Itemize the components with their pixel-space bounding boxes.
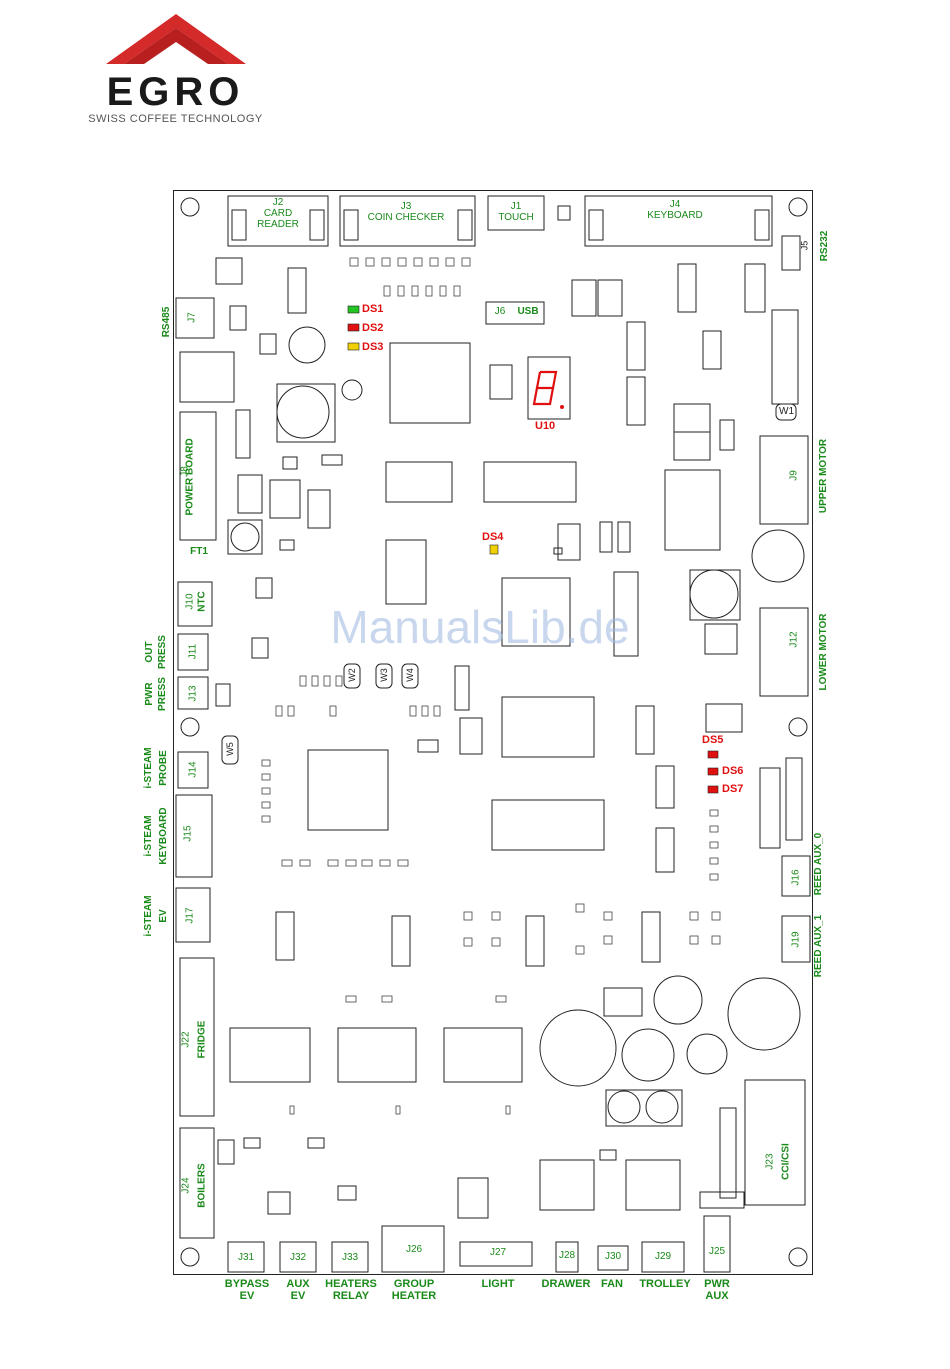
j15-keyboard-label: KEYBOARD bbox=[158, 807, 169, 865]
j33-name-line2: RELAY bbox=[332, 1290, 370, 1302]
j17-ev-label: EV bbox=[158, 909, 169, 923]
j27-id: J27 bbox=[489, 1247, 507, 1258]
j3-name: COIN CHECKER bbox=[367, 212, 445, 223]
j5-id: J5 bbox=[799, 240, 810, 251]
j29-id: J29 bbox=[654, 1251, 672, 1262]
j16-id: J16 bbox=[790, 869, 802, 886]
j11-out-label: OUT bbox=[144, 641, 155, 663]
j13-pwr-label: PWR bbox=[144, 682, 155, 706]
brand-name: EGRO bbox=[106, 70, 245, 114]
j31-id: J31 bbox=[237, 1252, 255, 1263]
j33-id: J33 bbox=[341, 1252, 359, 1263]
j15-isteam-label: i-STEAM bbox=[143, 815, 154, 857]
jumper-w2-label: W2 bbox=[347, 668, 357, 682]
j26-id: J26 bbox=[405, 1244, 423, 1255]
j24-id: J24 bbox=[180, 1177, 192, 1194]
j9-upper-motor-label: UPPER MOTOR bbox=[818, 438, 829, 514]
j7-id: J7 bbox=[186, 312, 198, 323]
j29-bottom-label: TROLLEY bbox=[639, 1278, 691, 1290]
jumper-w1-label: W1 bbox=[779, 406, 794, 417]
j10-ntc-label: NTC bbox=[196, 591, 208, 612]
j31-bottom-label: BYPASS EV bbox=[218, 1278, 276, 1302]
j17-isteam-label: i-STEAM bbox=[143, 895, 154, 937]
j14-probe-label: PROBE bbox=[158, 750, 169, 786]
led-ds5-label: DS5 bbox=[702, 734, 724, 746]
j2-name-line1: CARD bbox=[263, 208, 293, 219]
j11-id: J11 bbox=[187, 643, 199, 660]
j27-bottom-label: LIGHT bbox=[481, 1278, 515, 1290]
j13-id: J13 bbox=[187, 685, 199, 702]
j33-bottom-label: HEATERS RELAY bbox=[320, 1278, 382, 1302]
j28-bottom-label: DRAWER bbox=[541, 1278, 591, 1290]
j25-name-line2: AUX bbox=[705, 1290, 729, 1302]
j5-rs232-label: RS232 bbox=[819, 230, 830, 262]
j30-id: J30 bbox=[604, 1251, 622, 1262]
led-ds6-label: DS6 bbox=[722, 765, 744, 777]
j4-label: J4 KEYBOARD bbox=[630, 199, 720, 221]
j13-press-label: PRESS bbox=[157, 677, 168, 711]
j28-id: J28 bbox=[558, 1250, 576, 1261]
j14-id: J14 bbox=[187, 761, 199, 778]
ft1-label: FT1 bbox=[190, 546, 208, 557]
j3-label: J3 COIN CHECKER bbox=[350, 201, 462, 223]
j4-name: KEYBOARD bbox=[647, 210, 703, 221]
brand-logo: EGRO SWISS COFFEE TECHNOLOGY bbox=[68, 12, 283, 130]
j6-id: J6 bbox=[494, 306, 506, 317]
j11-press-label: PRESS bbox=[157, 635, 168, 669]
j17-id: J17 bbox=[184, 907, 196, 924]
j15-id: J15 bbox=[182, 825, 194, 842]
led-ds3-label: DS3 bbox=[362, 341, 384, 353]
j25-id: J25 bbox=[708, 1246, 726, 1257]
j33-name-line1: HEATERS bbox=[325, 1278, 377, 1290]
led-ds2-label: DS2 bbox=[362, 322, 384, 334]
j9-id: J9 bbox=[788, 470, 800, 481]
led-ds1-label: DS1 bbox=[362, 303, 384, 315]
j32-name-line2: EV bbox=[290, 1290, 306, 1302]
j2-id: J2 bbox=[272, 197, 284, 208]
j26-name-line2: HEATER bbox=[391, 1290, 437, 1302]
j32-id: J32 bbox=[289, 1252, 307, 1263]
j1-name: TOUCH bbox=[498, 212, 534, 223]
j12-id: J12 bbox=[788, 631, 800, 648]
j10-id: J10 bbox=[184, 593, 196, 610]
j23-cci-csi-label: CCI/CSI bbox=[780, 1143, 792, 1180]
j32-name-line1: AUX bbox=[286, 1278, 310, 1290]
j22-fridge-label: FRIDGE bbox=[196, 1020, 208, 1059]
led-ds7-label: DS7 bbox=[722, 783, 744, 795]
j12-lower-motor-label: LOWER MOTOR bbox=[818, 613, 829, 691]
j2-label: J2 CARD READER bbox=[250, 197, 306, 230]
j19-id: J19 bbox=[790, 931, 802, 948]
j24-boilers-label: BOILERS bbox=[196, 1163, 208, 1208]
j3-id: J3 bbox=[400, 201, 412, 212]
j8-id: J8 bbox=[179, 466, 191, 477]
j22-id: J22 bbox=[180, 1031, 192, 1048]
j31-name-line2: EV bbox=[239, 1290, 255, 1302]
j7-rs485-label: RS485 bbox=[161, 306, 172, 338]
u10-display-label: U10 bbox=[535, 420, 556, 432]
j14-isteam-label: i-STEAM bbox=[143, 747, 154, 789]
j32-bottom-label: AUX EV bbox=[276, 1278, 320, 1302]
j25-bottom-label: PWR AUX bbox=[700, 1278, 734, 1302]
j6-usb-label: USB bbox=[517, 306, 539, 317]
j26-name-line1: GROUP bbox=[393, 1278, 435, 1290]
j26-bottom-label: GROUP HEATER bbox=[384, 1278, 444, 1302]
jumper-w3-label: W3 bbox=[379, 668, 389, 682]
jumper-w4-label: W4 bbox=[405, 668, 415, 682]
j30-bottom-label: FAN bbox=[601, 1278, 623, 1290]
j4-id: J4 bbox=[669, 199, 681, 210]
watermark-text: ManualsLib.de bbox=[330, 601, 630, 653]
j19-reed-aux1-label: REED AUX_1 bbox=[813, 914, 824, 978]
led-ds4-label: DS4 bbox=[482, 531, 504, 543]
j31-name-line1: BYPASS bbox=[224, 1278, 270, 1290]
logo-roof-icon bbox=[106, 14, 246, 64]
j1-id: J1 bbox=[510, 201, 522, 212]
j1-label: J1 TOUCH bbox=[490, 201, 542, 223]
j2-name-line2: READER bbox=[257, 219, 299, 230]
jumper-w5-label: W5 bbox=[225, 742, 235, 756]
j16-reed-aux0-label: REED AUX_0 bbox=[813, 832, 824, 896]
brand-tagline: SWISS COFFEE TECHNOLOGY bbox=[88, 113, 263, 125]
j25-name-line1: PWR bbox=[704, 1278, 730, 1290]
j23-id: J23 bbox=[764, 1153, 776, 1170]
